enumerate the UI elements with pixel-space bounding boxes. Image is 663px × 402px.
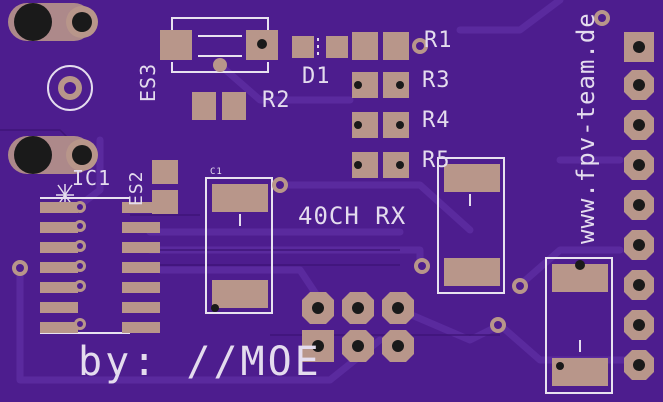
header-pads-right — [624, 32, 654, 380]
capacitor-middle-right — [437, 157, 505, 294]
es3-label: ES3 — [136, 62, 160, 102]
ic1-label: IC1 — [72, 166, 112, 190]
header-pads-bottom — [302, 292, 414, 362]
r4-footprint — [352, 112, 409, 138]
c1-label: C1 — [210, 167, 223, 177]
r4-label: R4 — [422, 108, 451, 133]
d1-label: D1 — [302, 64, 331, 89]
mounting-pads-left — [8, 3, 98, 174]
r5-footprint — [352, 152, 409, 178]
website-label: www.fpv-team.de — [572, 12, 600, 244]
capacitor-bottom-right — [545, 257, 613, 394]
es3-footprint — [160, 17, 278, 73]
r3-label: R3 — [422, 68, 451, 93]
r3-footprint — [352, 72, 409, 98]
r5-label: R5 — [422, 148, 451, 173]
r1-footprint — [352, 32, 428, 60]
copper-traces — [0, 0, 644, 384]
board-title: 40CH RX — [298, 202, 407, 230]
d1-footprint — [292, 36, 348, 58]
c1-footprint — [205, 177, 288, 314]
r2-label: R2 — [262, 88, 291, 113]
ic1-footprint — [40, 184, 160, 334]
es2-label: ES2 — [126, 170, 147, 206]
r1-label: R1 — [424, 28, 453, 53]
author-credit: by: //MOE — [78, 339, 322, 385]
vias — [12, 10, 610, 333]
r2-footprint — [192, 92, 246, 120]
